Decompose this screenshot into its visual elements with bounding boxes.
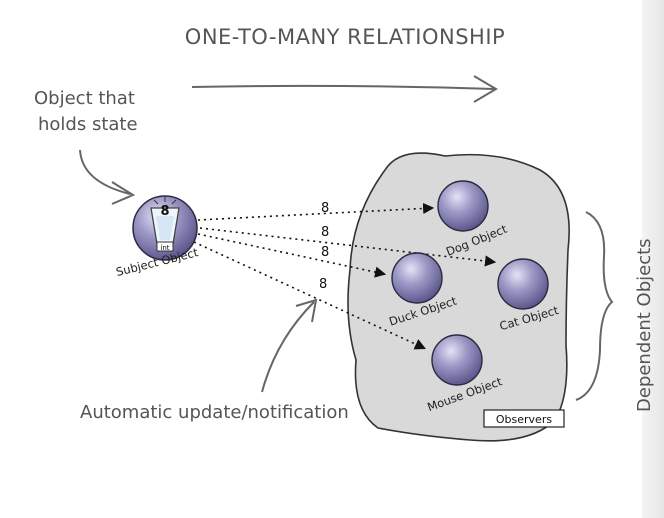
subject-type-label: int [160, 244, 169, 252]
dependents-brace [575, 211, 614, 401]
duck-value-label: 8 [321, 245, 329, 260]
subject-value: 8 [160, 204, 169, 219]
cup-icon: int [150, 197, 180, 252]
update-annotation-arrow [261, 298, 318, 393]
state-annotation-line1: Object that [34, 88, 135, 109]
update-annotation: Automatic update/notification [80, 402, 349, 423]
diagram-title: ONE-TO-MANY RELATIONSHIP [185, 25, 505, 49]
observers-box-label: Observers [496, 413, 552, 426]
observers-box: Observers [483, 409, 565, 428]
dependent-objects-label: Dependent Objects [634, 238, 655, 412]
cat-value-label: 8 [321, 225, 329, 240]
page-edge-shade [642, 0, 664, 518]
mouse-value-label: 8 [319, 277, 327, 292]
state-annotation-arrow [79, 149, 136, 205]
state-annotation-line2: holds state [38, 114, 138, 135]
dog-value-label: 8 [321, 201, 329, 216]
one-to-many-arrow [191, 75, 498, 103]
subject-object: int 8 Subject Object [115, 195, 200, 279]
notification-arrows [193, 202, 497, 350]
